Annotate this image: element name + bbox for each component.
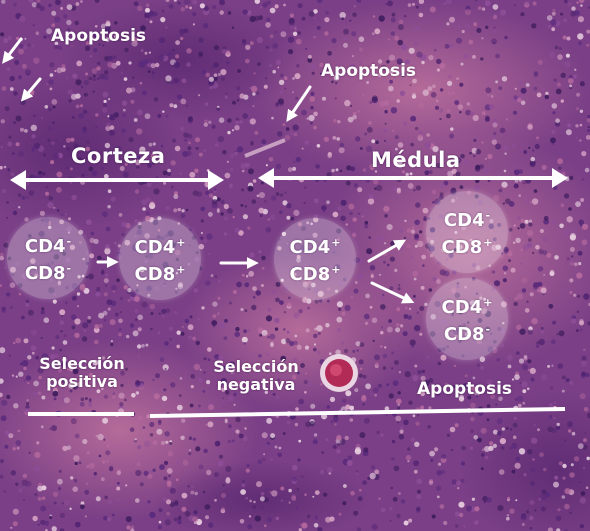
- cell-marker-line: CD8-: [24, 262, 72, 284]
- seleccion-positiva-line-2: positiva: [46, 371, 118, 391]
- cell-marker-line: CD4-: [24, 235, 72, 257]
- cell-marker-line: CD8-: [443, 323, 491, 345]
- cell-marker-line: CD4+: [441, 296, 493, 318]
- flow-arrow: [367, 239, 407, 263]
- cell-cd4-neg-cd8-pos: CD4- CD8+: [426, 191, 508, 273]
- seleccion-positiva-line-1: Selección: [39, 354, 125, 373]
- cell-marker-line: CD8+: [134, 263, 186, 285]
- apoptosis-pointer-arrow: [2, 37, 23, 64]
- cell-cd4-pos-cd8-pos-medulla: CD4+ CD8+: [274, 218, 356, 300]
- apoptosis-label-top-right: Apoptosis: [321, 61, 417, 81]
- seleccion-positiva-label: Selección positiva: [28, 355, 136, 391]
- flow-arrow: [370, 281, 415, 304]
- apoptosis-label-top-left: Apoptosis: [51, 26, 147, 46]
- cell-marker-line: CD4+: [289, 236, 341, 258]
- seleccion-negativa-underline: [149, 406, 566, 419]
- seleccion-negativa-line-1: Selección: [213, 357, 299, 376]
- cell-marker-line: CD4-: [443, 209, 491, 231]
- cell-cd4-neg-cd8-neg: CD4- CD8-: [7, 217, 89, 299]
- apoptosis-label-bottom: Apoptosis: [417, 379, 513, 399]
- apoptosis-pointer-arrow: [20, 77, 42, 102]
- cell-marker-line: CD8+: [289, 263, 341, 285]
- seleccion-negativa-label: Selección negativa: [206, 358, 306, 394]
- apoptosis-pointer-arrow: [286, 85, 312, 122]
- cell-marker-line: CD4+: [134, 236, 186, 258]
- cell-marker-line: CD8+: [441, 236, 493, 258]
- cell-cd4-pos-cd8-neg: CD4+ CD8-: [426, 278, 508, 360]
- medula-label: Médula: [371, 148, 461, 172]
- corteza-label: Corteza: [71, 144, 166, 168]
- seleccion-negativa-line-2: negativa: [216, 374, 296, 394]
- cell-cd4-pos-cd8-pos-cortex: CD4+ CD8+: [119, 218, 201, 300]
